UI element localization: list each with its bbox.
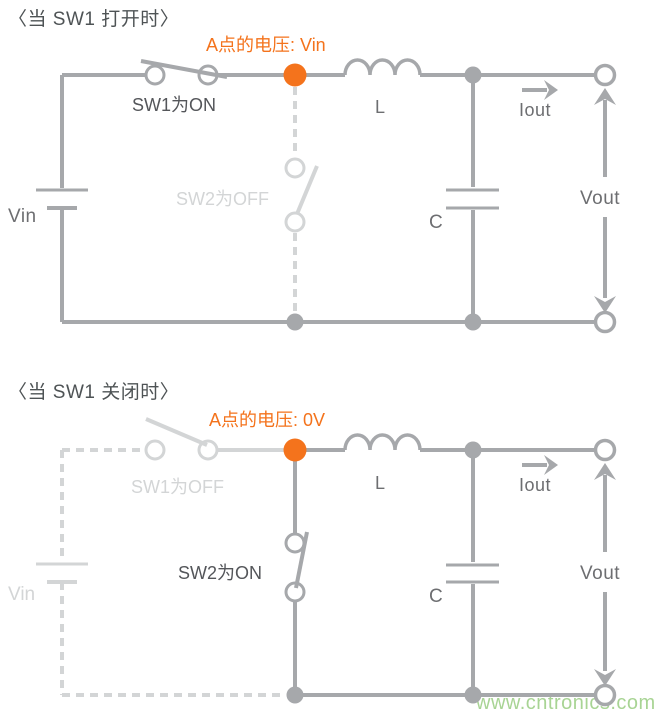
inductor-label: L bbox=[375, 97, 386, 117]
wires-active bbox=[295, 448, 596, 697]
junction-top bbox=[464, 441, 482, 459]
source-loop-inactive bbox=[60, 448, 285, 697]
junction-bottom-right bbox=[464, 686, 482, 704]
terminal-top bbox=[593, 438, 617, 462]
sw1-state-label: SW1为ON bbox=[132, 95, 217, 115]
panel-sw1-on: 〈当 SW1 打开时〉 A点的电压: Vin SW1为ON SW2为OFF Vi… bbox=[8, 9, 621, 334]
circuit-sw1-on bbox=[36, 58, 617, 334]
point-a-node bbox=[283, 438, 307, 462]
junction-bottom-left bbox=[286, 686, 304, 704]
sw1-state-label: SW1为OFF bbox=[131, 477, 224, 497]
point-a-node bbox=[283, 63, 307, 87]
capacitor-symbol bbox=[446, 563, 499, 584]
capacitor-label: C bbox=[429, 586, 444, 607]
vin-label: Vin bbox=[8, 206, 37, 227]
vout-arrow-down-head bbox=[594, 296, 616, 313]
iout-arrow-head bbox=[544, 80, 558, 100]
sw2-branch-on bbox=[284, 450, 309, 695]
point-a-voltage-label: A点的电压: 0V bbox=[209, 410, 326, 430]
iout-label: Iout bbox=[519, 100, 552, 120]
junction-top bbox=[464, 66, 482, 84]
vout-arrow bbox=[594, 88, 616, 313]
vout-arrow-up-head bbox=[594, 463, 616, 480]
point-a-voltage-label: A点的电压: Vin bbox=[206, 35, 326, 55]
battery-symbol bbox=[36, 188, 88, 210]
sw2-contact-top bbox=[284, 157, 306, 179]
inductor-coil bbox=[343, 433, 422, 451]
sw2-lever-open bbox=[295, 165, 319, 215]
capacitor-label: C bbox=[429, 212, 444, 233]
battery-symbol-inactive bbox=[36, 562, 88, 584]
sw1-contact-left bbox=[144, 439, 166, 461]
sw1-contact-left bbox=[144, 64, 166, 86]
sw2-contact-top bbox=[284, 532, 306, 554]
wires-active bbox=[60, 73, 596, 324]
panel-sw1-off: www.cntronics.com bbox=[0, 375, 660, 720]
vout-arrow-up-head bbox=[594, 88, 616, 105]
sw1-switch-off bbox=[144, 417, 295, 461]
sw2-lever-closed bbox=[294, 531, 309, 589]
junction-bottom-right bbox=[464, 313, 482, 331]
vout-label: Vout bbox=[580, 563, 621, 584]
junction-bottom-left bbox=[286, 313, 304, 331]
iout-arrow bbox=[522, 455, 558, 475]
sw1-lever-open bbox=[145, 417, 208, 447]
vout-label: Vout bbox=[580, 188, 621, 209]
sw2-state-label: SW2为ON bbox=[178, 563, 263, 583]
sw1-switch-on bbox=[140, 59, 228, 86]
terminal-top bbox=[593, 63, 617, 87]
iout-arrow bbox=[522, 80, 558, 100]
iout-label: Iout bbox=[519, 475, 552, 495]
circuit-sw1-off bbox=[36, 417, 617, 707]
sw1-lever-closed bbox=[140, 59, 228, 79]
terminal-bottom bbox=[593, 310, 617, 334]
terminal-bottom bbox=[593, 683, 617, 707]
vout-arrow bbox=[594, 463, 616, 686]
panel1-title: 〈当 SW1 打开时〉 bbox=[8, 9, 180, 30]
sw2-branch-off bbox=[284, 87, 319, 311]
inductor-coil bbox=[343, 58, 422, 76]
vin-label: Vin bbox=[8, 584, 36, 605]
panel2-title: 〈当 SW1 关闭时〉 bbox=[8, 382, 180, 403]
sw2-contact-bottom bbox=[284, 211, 306, 233]
vout-arrow-down-head bbox=[594, 669, 616, 686]
sw2-state-label: SW2为OFF bbox=[176, 189, 269, 209]
inductor-label: L bbox=[375, 473, 386, 493]
iout-arrow-head bbox=[544, 455, 558, 475]
capacitor-symbol bbox=[446, 188, 499, 210]
